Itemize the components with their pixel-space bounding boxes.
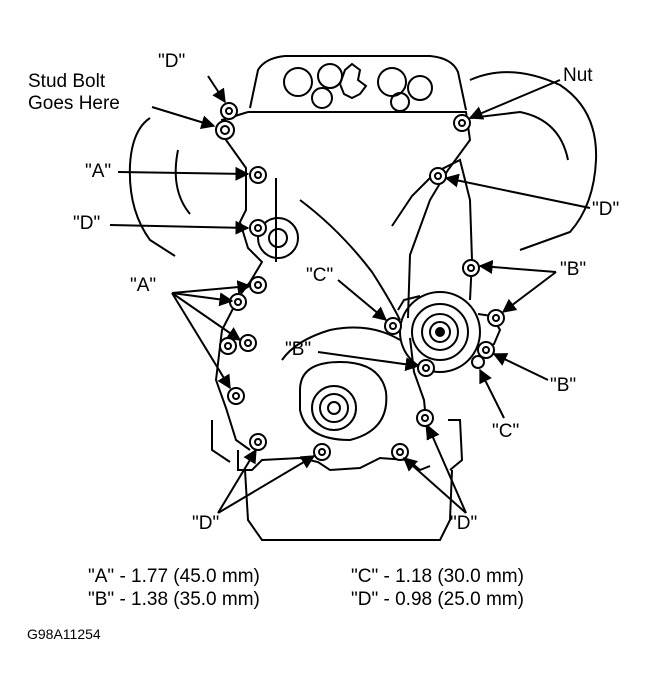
bolt-b3 [417,359,435,377]
bolt-b2 [487,309,505,327]
stud-bolt [215,120,235,140]
bolt-a4 [239,334,257,352]
bolt-a2 [249,276,267,294]
callout-stud-bolt-line2: Goes Here [28,93,120,114]
callout-d-left: "D" [73,213,101,234]
callout-stud-bolt-line1: Stud Bolt [28,71,106,92]
callout-d-top-left: "D" [158,51,186,72]
callout-b-right-upper: "B" [560,259,587,280]
bolt-a5 [219,337,237,355]
callout-nut: Nut [563,65,593,86]
bolt-d-bottom-1 [249,433,267,451]
callout-a-lower: "A" [130,275,157,296]
bolt-d-bottom-2 [313,443,331,461]
bolt-d-right-upper [429,167,447,185]
bolt-c2 [471,355,485,369]
nut-head [453,114,471,132]
legend-d: "D" - 0.98 (25.0 mm) [351,589,524,610]
callout-d-right: "D" [592,199,620,220]
callout-b-mid: "B" [285,339,312,360]
callout-a-upper: "A" [85,161,112,182]
water-pump [397,291,502,373]
engine-outline [128,55,598,541]
crank-pulley [311,385,357,431]
legend-c: "C" - 1.18 (30.0 mm) [351,566,524,587]
leader-arrows [109,75,591,514]
bolt-b4 [477,341,495,359]
bolt-a6 [227,387,245,405]
bolt-d-top [220,102,238,120]
callout-b-right-lower: "B" [550,375,577,396]
bolt-a3 [229,293,247,311]
bolt-d-lower-right [416,409,434,427]
bolt-d-left [249,219,267,237]
bolt-b1 [462,259,480,277]
tensioner-boss [257,217,299,259]
bolt-c1 [384,317,402,335]
callout-c-lower: "C" [492,421,520,442]
bolt-heads [215,102,505,461]
legend-a: "A" - 1.77 (45.0 mm) [88,566,260,587]
figure-id: G98A11254 [27,626,101,642]
bolt-d-bottom-3 [391,443,409,461]
timing-gear [283,62,433,112]
callout-d-bottom-right: "D" [450,513,478,534]
bolt-a1 [249,166,267,184]
callout-d-bottom-left: "D" [192,513,220,534]
callout-c-mid: "C" [306,265,334,286]
legend-b: "B" - 1.38 (35.0 mm) [88,589,260,610]
